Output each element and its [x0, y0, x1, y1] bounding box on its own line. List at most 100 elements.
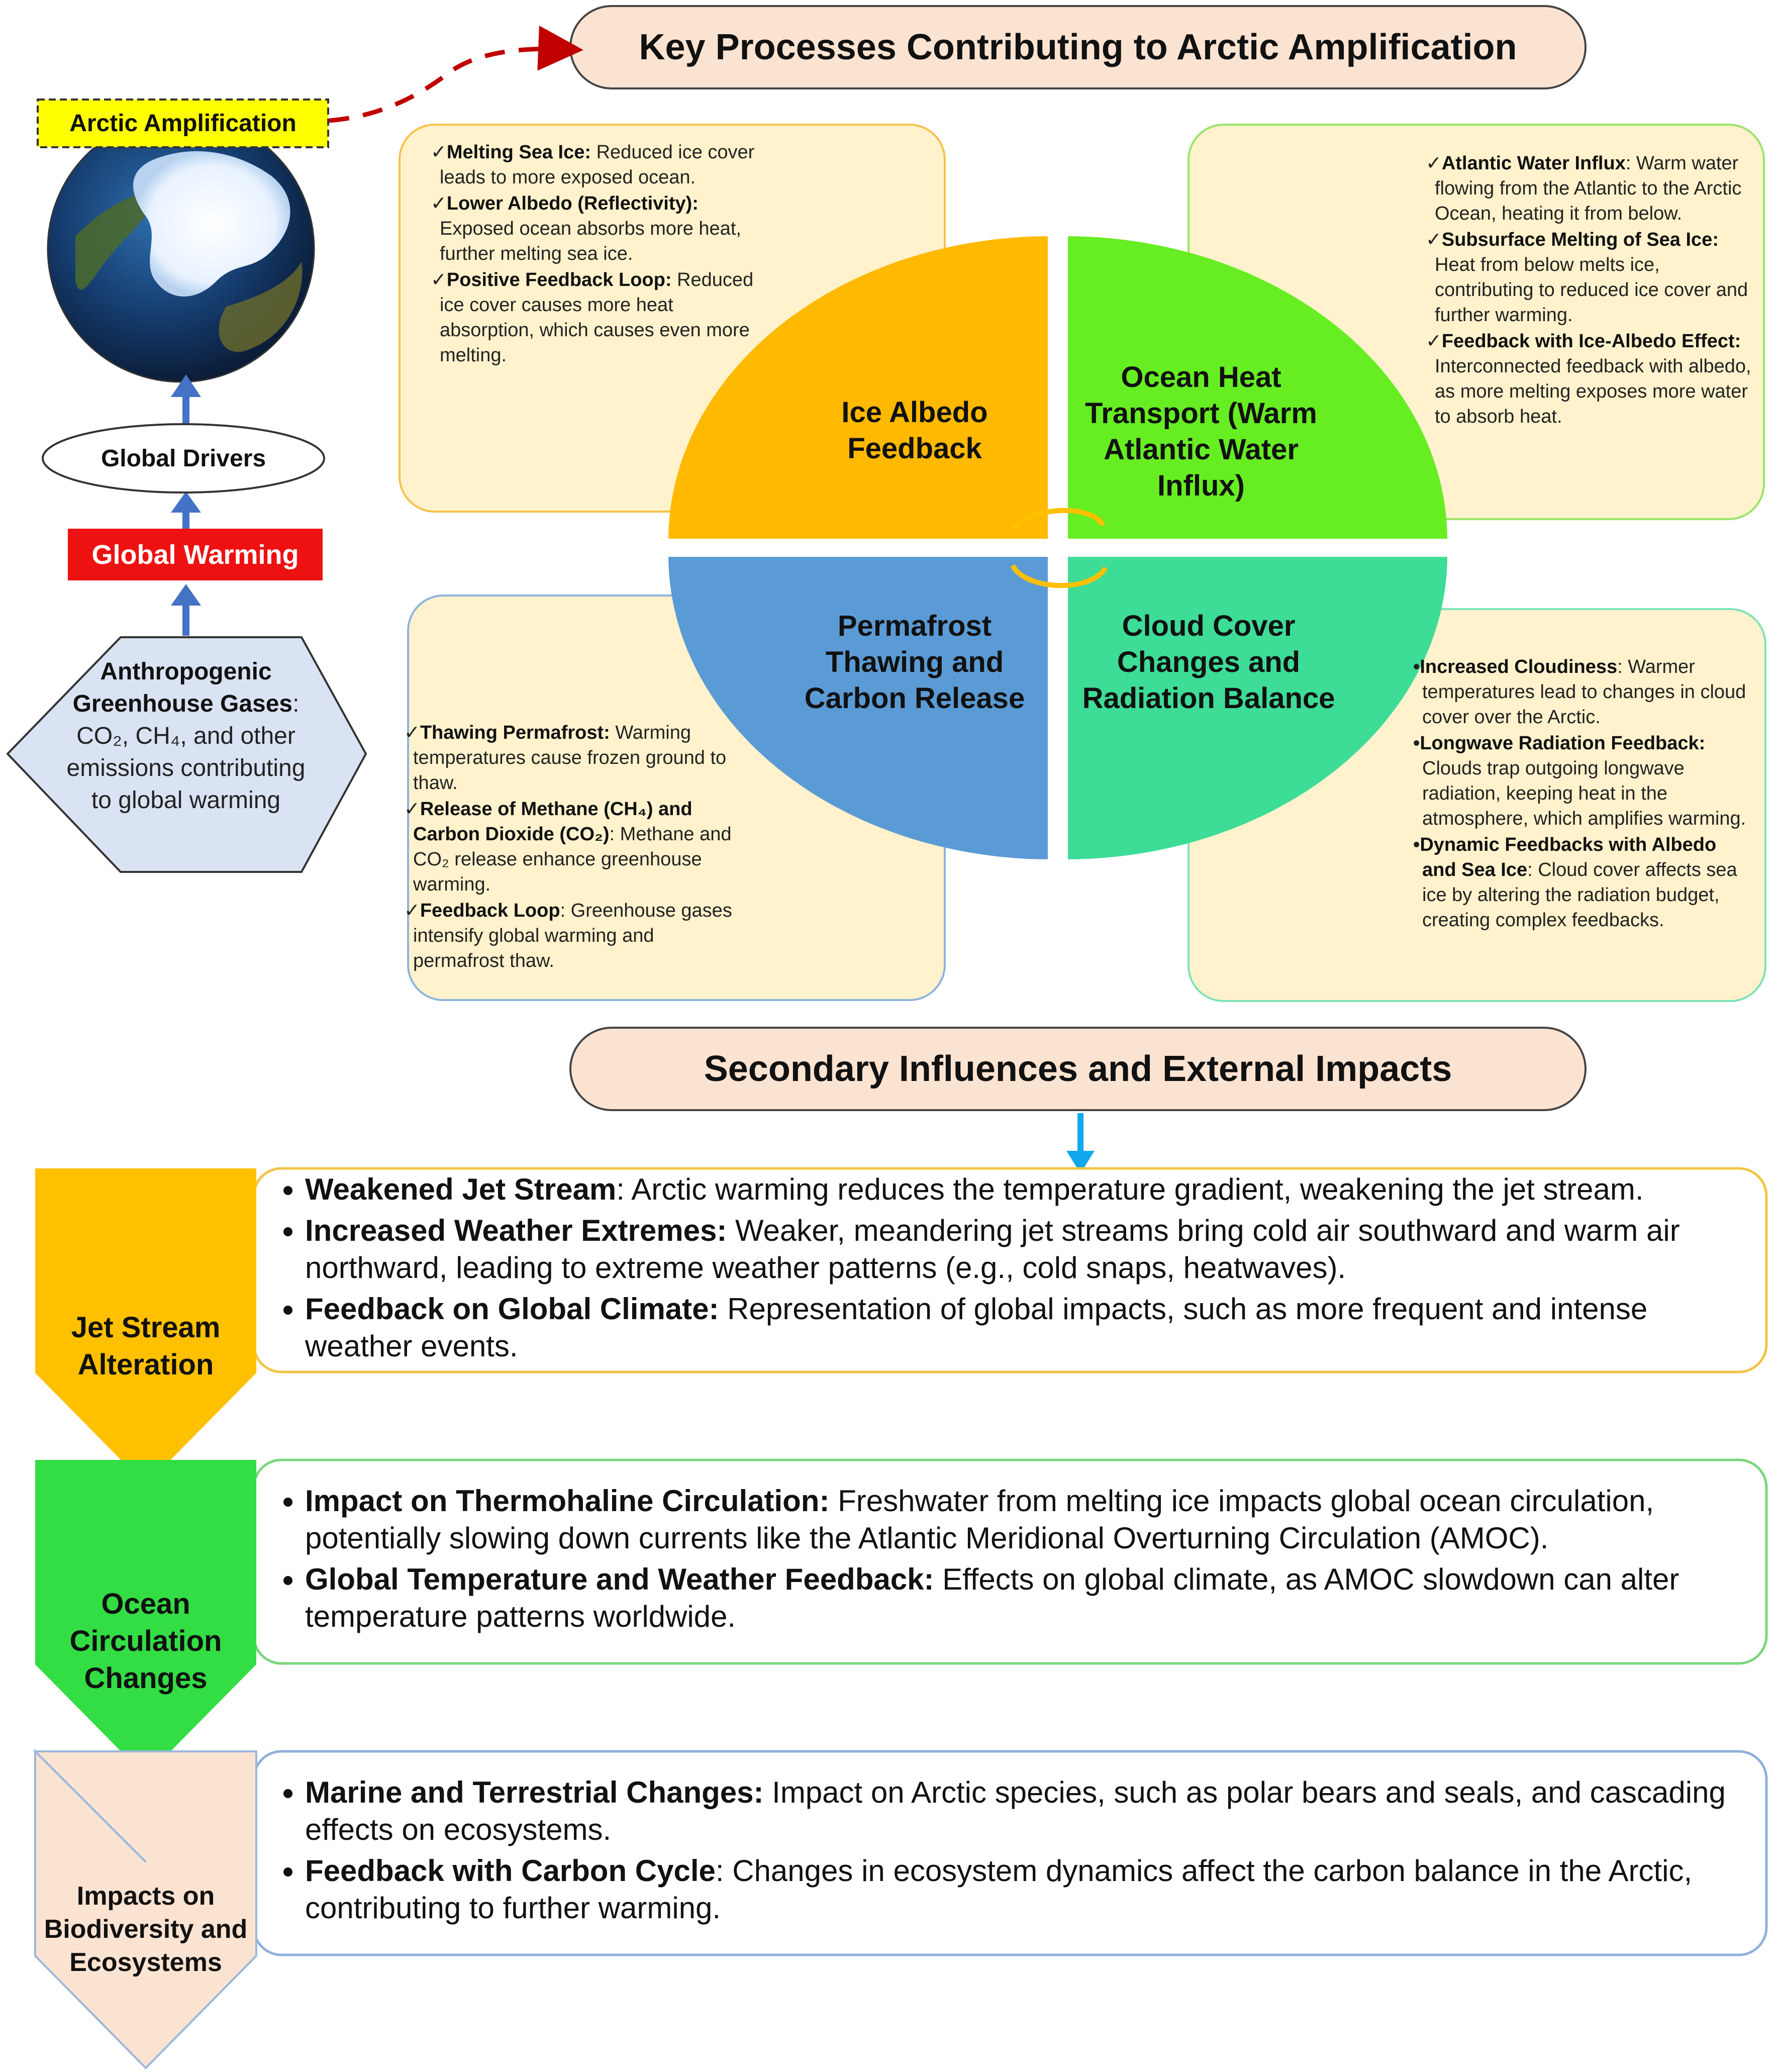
note-item-heading: Atlantic Water Influx: [1441, 153, 1626, 174]
secondary-title: Secondary Influences and External Impact…: [704, 1049, 1452, 1089]
dashed-red-arrow: [329, 25, 583, 123]
impact-list-item: Marine and Terrestrial Changes: Impact o…: [305, 1774, 1746, 1848]
impact-list-item: Increased Weather Extremes: Weaker, mean…: [305, 1212, 1746, 1287]
impact-item-text: Freshwater from melting ice impacts glob…: [305, 1484, 1654, 1555]
global-warming-label: Global Warming: [91, 539, 299, 570]
note-item-text: Heat from below melts ice, contributing …: [1435, 254, 1748, 326]
quadrant-ocean-heat: [1068, 236, 1447, 539]
greenhouse-gases-hexagon: [6, 636, 367, 873]
impact-item-text: Representation of global impacts, such a…: [305, 1292, 1648, 1363]
note-bullet: ✓: [1426, 331, 1442, 352]
arctic-amplification-label-box: [37, 98, 329, 148]
ice-albedo-notes: ✓Melting Sea Ice: Reduced ice cover lead…: [431, 140, 761, 369]
chevron-label-jet-stream: Jet Stream Alteration: [71, 1311, 221, 1381]
cycle-arrow-top: [1010, 508, 1106, 532]
arrow-head-2: [171, 491, 201, 513]
note-item-text: : Warm water flowing from the Atlantic t…: [1435, 153, 1742, 224]
arrow-head-3: [171, 584, 201, 606]
biodiversity-chevron: [33, 1749, 257, 2069]
note-item-text: Reduced ice cover leads to more exposed …: [440, 142, 755, 188]
impact-list: Weakened Jet Stream: Arctic warming redu…: [259, 1171, 1746, 1365]
main-title: Key Processes Contributing to Arctic Amp…: [639, 27, 1517, 67]
note-item-heading: Thawing Permafrost:: [420, 722, 610, 743]
chevron-label-biodiversity: Impacts on Biodiversity and Ecosystems: [44, 1882, 248, 1977]
note-item-heading: Feedback Loop: [420, 900, 560, 921]
note-item-text: Interconnected feedback with albedo, as …: [1435, 356, 1751, 427]
permafrost-notes: ✓Thawing Permafrost: Warming temperature…: [404, 720, 735, 974]
quadrant-label-permafrost: Permafrost Thawing and Carbon Release: [804, 610, 1025, 715]
note-item: •Increased Cloudiness: Warmer temperatur…: [1413, 654, 1754, 730]
note-item-heading: Positive Feedback Loop:: [446, 269, 672, 290]
gases-colon: :: [292, 690, 300, 717]
note-item: ✓Lower Albedo (Reflectivity): Exposed oc…: [431, 191, 761, 266]
impact-item-heading: Marine and Terrestrial Changes:: [305, 1775, 764, 1809]
note-bullet: ✓: [431, 142, 447, 163]
note-item-heading: Melting Sea Ice:: [446, 142, 591, 163]
impact-list-item: Impact on Thermohaline Circulation: Fres…: [305, 1483, 1746, 1557]
note-item: ✓Positive Feedback Loop: Reduced ice cov…: [431, 267, 761, 368]
impact-item-text: Weaker, meandering jet streams bring col…: [305, 1214, 1680, 1285]
jet-stream-impact-text: Weakened Jet Stream: Arctic warming redu…: [259, 1171, 1761, 1369]
note-item-text: : Cloud cover affects sea ice by alterin…: [1422, 859, 1737, 931]
note-item: ✓Feedback Loop: Greenhouse gases intensi…: [404, 898, 735, 973]
note-item: ✓Thawing Permafrost: Warming temperature…: [404, 720, 735, 796]
cycle-arrow-bottom: [1010, 564, 1108, 588]
impact-item-text: Effects on global climate, as AMOC slowd…: [305, 1562, 1679, 1633]
note-bullet: ✓: [431, 269, 447, 290]
note-item-heading: Longwave Radiation Feedback:: [1420, 733, 1706, 754]
impact-list-item: Feedback on Global Climate: Representati…: [305, 1291, 1746, 1365]
global-warming-box: [68, 529, 323, 580]
note-bullet: ✓: [431, 193, 447, 214]
impact-list-item: Feedback with Carbon Cycle: Changes in e…: [305, 1852, 1746, 1927]
note-item: ✓Melting Sea Ice: Reduced ice cover lead…: [431, 140, 761, 190]
impact-item-heading: Impact on Thermohaline Circulation:: [305, 1484, 830, 1518]
note-bullet: ✓: [404, 799, 420, 820]
note-item: ✓Atlantic Water Influx: Warm water flowi…: [1426, 151, 1756, 226]
global-drivers-ellipse: [42, 423, 325, 494]
impact-item-text: : Arctic warming reduces the temperature…: [616, 1172, 1644, 1206]
impact-list-item: Weakened Jet Stream: Arctic warming redu…: [305, 1171, 1746, 1208]
note-item-text: : Methane and CO₂ release enhance greenh…: [413, 824, 732, 895]
note-item-text: Warming temperatures cause frozen ground…: [413, 722, 727, 794]
arrow-head-down: [1066, 1151, 1095, 1173]
quadrant-label-ice-albedo: Ice Albedo Feedback: [841, 396, 988, 465]
note-item-heading: Feedback with Ice-Albedo Effect:: [1441, 331, 1741, 352]
earth-land-2: [219, 261, 303, 352]
note-item: •Dynamic Feedbacks with Albedo and Sea I…: [1413, 832, 1754, 933]
note-item-heading: Increased Cloudiness: [1420, 656, 1618, 677]
quadrant-label-ocean-heat: Ocean Heat Transport (Warm Atlantic Wate…: [1085, 361, 1317, 502]
note-bullet: •: [1413, 733, 1420, 754]
quadrant-ice-albedo: [668, 236, 1048, 539]
chevron-label-ocean-circulation: Ocean Circulation Changes: [69, 1588, 222, 1695]
impact-item-text: Impact on Arctic species, such as polar …: [305, 1775, 1726, 1846]
note-item-heading: Dynamic Feedbacks with Albedo and Sea Ic…: [1420, 834, 1717, 880]
note-item: ✓Subsurface Melting of Sea Ice: Heat fro…: [1426, 227, 1756, 328]
note-bullet: •: [1413, 656, 1420, 677]
arctic-amplification-label: Arctic Amplification: [69, 110, 296, 137]
quadrant-permafrost: [668, 557, 1048, 859]
secondary-title-box: [569, 1027, 1587, 1111]
quadrant-label-cloud-cover: Cloud Cover Changes and Radiation Balanc…: [1082, 610, 1335, 715]
arctic-ice-cap: [133, 151, 290, 297]
note-bullet: •: [1413, 834, 1420, 855]
note-item-heading: Release of Methane (CH₄) and Carbon Diox…: [413, 799, 693, 845]
note-bullet: ✓: [1426, 153, 1442, 174]
note-item-text: Clouds trap outgoing longwave radiation,…: [1422, 758, 1746, 829]
quadrant-cloud-cover: [1068, 557, 1447, 859]
note-item: ✓Feedback with Ice-Albedo Effect: Interc…: [1426, 329, 1756, 429]
greenhouse-gases-text: Anthropogenic Greenhouse Gases: CO₂, CH₄…: [65, 656, 307, 817]
note-bullet: ✓: [1426, 229, 1442, 250]
impact-list: Impact on Thermohaline Circulation: Fres…: [259, 1483, 1746, 1635]
note-item: ✓Release of Methane (CH₄) and Carbon Dio…: [404, 797, 735, 897]
global-drivers-label: Global Drivers: [101, 445, 266, 472]
arrow-head-1: [171, 374, 201, 397]
note-bullet: ✓: [404, 722, 420, 743]
impact-item-heading: Weakened Jet Stream: [305, 1172, 617, 1206]
biodiversity-impact-text: Marine and Terrestrial Changes: Impact o…: [259, 1774, 1761, 1931]
ocean-circulation-impact-text: Impact on Thermohaline Circulation: Fres…: [259, 1483, 1761, 1639]
impact-list: Marine and Terrestrial Changes: Impact o…: [259, 1774, 1746, 1927]
note-item-text: Exposed ocean absorbs more heat, further…: [440, 218, 741, 264]
impact-list-item: Global Temperature and Weather Feedback:…: [305, 1561, 1746, 1635]
note-bullet: ✓: [404, 900, 420, 921]
